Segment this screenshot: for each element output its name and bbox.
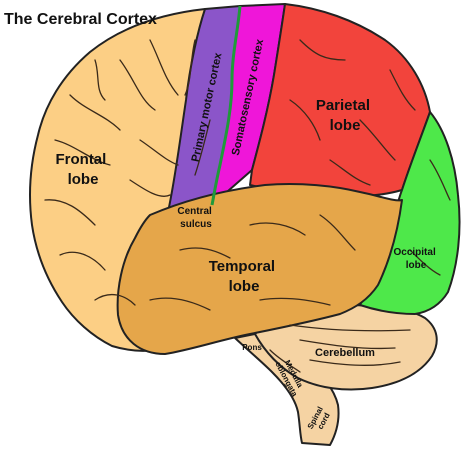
diagram-title: The Cerebral Cortex bbox=[4, 11, 157, 28]
central-sulcus-line bbox=[210, 5, 242, 206]
central-sulcus-label-line2: sulcus bbox=[180, 219, 212, 230]
frontal-lobe-label-line1: Frontal bbox=[55, 151, 106, 168]
temporal-lobe-label-line1: Temporal bbox=[209, 258, 275, 275]
central-sulcus-label: Central sulcus bbox=[177, 206, 214, 230]
pons-label: Pons bbox=[242, 343, 262, 352]
parietal-lobe-label-line1: Parietal bbox=[316, 97, 370, 114]
frontal-lobe-label-line2: lobe bbox=[68, 171, 99, 188]
temporal-lobe-label: Temporal lobe bbox=[209, 258, 280, 295]
central-sulcus-label-line1: Central bbox=[177, 206, 212, 217]
cerebellum-label: Cerebellum bbox=[315, 347, 375, 359]
frontal-lobe-label: Frontal lobe bbox=[55, 151, 110, 188]
temporal-lobe-label-line2: lobe bbox=[229, 278, 260, 295]
parietal-lobe-label: Parietal lobe bbox=[316, 97, 374, 134]
occipital-lobe-label-line2: lobe bbox=[406, 260, 427, 271]
occipital-lobe-label: Occipital lobe bbox=[393, 247, 438, 271]
parietal-lobe-label-line2: lobe bbox=[330, 117, 361, 134]
temporal-lobe bbox=[116, 183, 403, 355]
cortex-folds bbox=[44, 39, 451, 373]
occipital-lobe-label-line1: Occipital bbox=[393, 247, 435, 258]
